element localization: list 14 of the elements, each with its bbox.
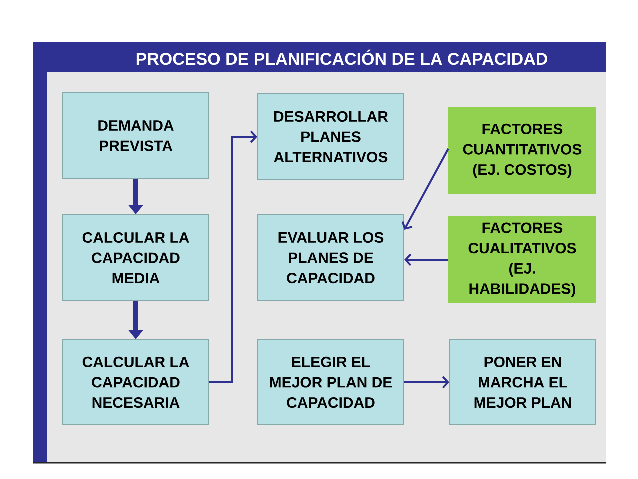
arrow (402, 148, 450, 230)
process-box: CALCULAR LA CAPACIDAD NECESARIA (62, 340, 210, 426)
factor-box: FACTORES CUALITATIVOS (EJ. HABILIDADES) (448, 216, 596, 304)
process-box: DEMANDA PREVISTA (62, 92, 210, 180)
process-box: ELEGIR EL MEJOR PLAN DE CAPACIDAD (258, 340, 404, 426)
process-box: PONER EN MARCHA EL MEJOR PLAN (450, 340, 596, 426)
arrow (210, 130, 258, 384)
process-box: CALCULAR LA CAPACIDAD MEDIA (62, 214, 210, 302)
arrow (404, 254, 448, 266)
title-banner: PROCESO DE PLANIFICACIÓN DE LA CAPACIDAD (33, 42, 606, 72)
factor-box: FACTORES CUANTITATIVOS (EJ. COSTOS) (448, 108, 596, 194)
arrow (404, 376, 450, 389)
process-box: DESARROLLAR PLANES ALTERNATIVOS (258, 94, 404, 180)
process-box: EVALUAR LOS PLANES DE CAPACIDAD (258, 214, 404, 302)
